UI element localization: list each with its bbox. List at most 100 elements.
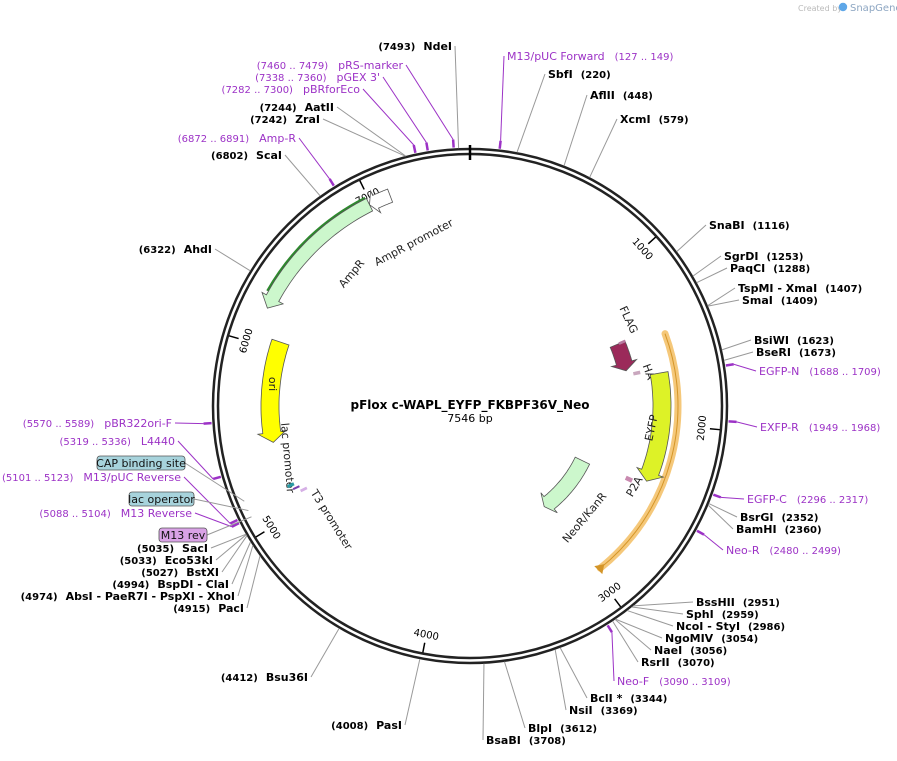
primer-binding-site: (7460 .. 7479)pRS-marker [257,59,404,72]
feature-box-label: CAP binding site [96,457,186,470]
feature-arrow-ampr [261,197,374,309]
plasmid-name: pFlox c-WAPL_EYFP_FKBPF36V_Neo [351,398,590,413]
primer-leader-line [194,512,233,528]
enzyme-leader-line [692,255,722,277]
primer-binding-site: Neo-F(3090 .. 3109) [617,675,731,688]
feature-box [158,527,208,543]
enzyme-name: TspMI - XmaI [738,282,817,295]
feature-arrow-neor-kanr [540,456,591,514]
primer-name: pGEX 3' [336,71,380,84]
primer-binding-site: (5319 .. 5336)L4440 [59,435,175,448]
enzyme-name: ScaI [256,149,282,162]
small-feature-block [618,339,626,345]
enzyme-position: (2959) [722,610,759,621]
tick-mark [255,531,265,538]
primer-leader-line [298,137,330,180]
leader-lines [174,45,758,741]
small-feature-block [292,485,300,491]
primer-leader-line [736,421,758,428]
primer-site-mark [212,475,222,481]
orange-band-arrowhead [594,564,605,575]
enzyme-leader-line [707,299,740,307]
feature-arrow-dmrb [609,340,638,372]
primer-name: EGFP-N [759,365,799,378]
plasmid-length: 7546 bp [447,412,492,425]
small-feature-block [299,486,308,493]
tick-label: 1000 [629,236,654,262]
small-feature-block [633,370,641,376]
enzyme-site: SbfI(220) [548,68,611,81]
enzyme-site: (6322)AhdI [139,243,212,256]
primer-name: pBRforEco [303,83,360,96]
enzyme-site: AflII(448) [590,89,653,102]
enzyme-site: NgoMIV(3054) [665,632,758,645]
feature-label: FLAG [617,304,641,335]
enzyme-name: AflII [590,89,615,102]
primer-name: pRS-marker [338,59,403,72]
enzyme-site: NaeI(3056) [654,644,727,657]
feature-label: T3 promoter [307,486,355,552]
tick-mark [422,642,426,653]
enzyme-site: BlpI(3612) [528,722,597,735]
enzyme-name: BssHII [696,596,735,609]
enzyme-position: (4915) [173,604,210,615]
feature-arrow-eyfp [635,371,672,482]
enzyme-site: BamHI(2360) [736,523,822,536]
tick-label: 6000 [238,327,256,355]
feature-arrow-ampr-promoter [369,188,394,214]
small-feature-block [286,482,295,489]
primer-leader-line [720,496,745,500]
primer-range: (7282 .. 7300) [222,85,294,96]
enzyme-leader-line [559,647,588,699]
primer-binding-site: (5088 .. 5104)M13 Reverse [39,507,192,520]
center-title: pFlox c-WAPL_EYFP_FKBPF36V_Neo 7546 bp [351,398,590,425]
enzyme-leader-line [336,106,407,157]
primer-binding-site: M13/pUC Forward(127 .. 149) [507,50,673,63]
enzyme-leader-line [563,94,588,166]
enzyme-site: (7493)NdeI [378,40,452,53]
enzyme-leader-line [707,504,734,530]
primer-binding-site: (5101 .. 5123)M13/pUC Reverse [2,471,181,484]
primer-range: (5570 .. 5589) [23,419,95,430]
enzyme-name: BamHI [736,523,777,536]
enzyme-name: RsrII [641,656,670,669]
enzyme-site: SmaI(1409) [742,294,818,307]
credit-prefix: Created by [798,4,842,13]
primer-binding-site: EXFP-R(1949 .. 1968) [760,421,880,434]
enzyme-leader-line [310,628,340,678]
primer-name: EXFP-R [760,421,799,434]
enzyme-leader-line [482,663,485,741]
enzyme-leader-line [221,535,248,573]
primer-leader-line [174,422,204,425]
feature-label: EYFP [642,413,660,442]
primer-range: (5101 .. 5123) [2,473,74,484]
enzyme-position: (6322) [139,245,176,256]
primer-binding-site: EGFP-N(1688 .. 1709) [759,365,881,378]
enzyme-name: SphI [686,608,714,621]
primer-leader-line [611,632,615,682]
primer-site-mark [328,178,335,187]
enzyme-position: (3056) [690,646,727,657]
enzyme-leader-line [404,658,421,726]
primer-leader-line [405,64,454,140]
primer-range: (127 .. 149) [615,52,674,63]
enzyme-labels: (7493)NdeISbfI(220)AflII(448)XcmI(579)Sn… [21,40,863,747]
tick-mark [647,236,657,245]
enzyme-name: SacI [182,542,208,555]
enzyme-name: NcoI - StyI [676,620,740,633]
primer-range: (3090 .. 3109) [659,677,731,688]
enzyme-position: (2986) [748,622,785,633]
enzyme-name: BspDI - ClaI [157,578,229,591]
enzyme-name: PaqCI [730,262,765,275]
primer-site-mark [725,363,734,367]
enzyme-leader-line [237,545,254,597]
enzyme-position: (3708) [529,736,566,747]
feature-arrow-ori [256,338,290,443]
enzyme-position: (3612) [560,724,597,735]
orange-band-edge [599,333,679,569]
tick-label: 2000 [696,415,709,441]
ampr-stripe [266,196,366,292]
enzyme-site: (4974)AbsI - PaeR7I - PspXI - XhoI [21,590,235,603]
primer-range: (2296 .. 2317) [797,495,869,506]
enzyme-position: (4974) [21,592,58,603]
